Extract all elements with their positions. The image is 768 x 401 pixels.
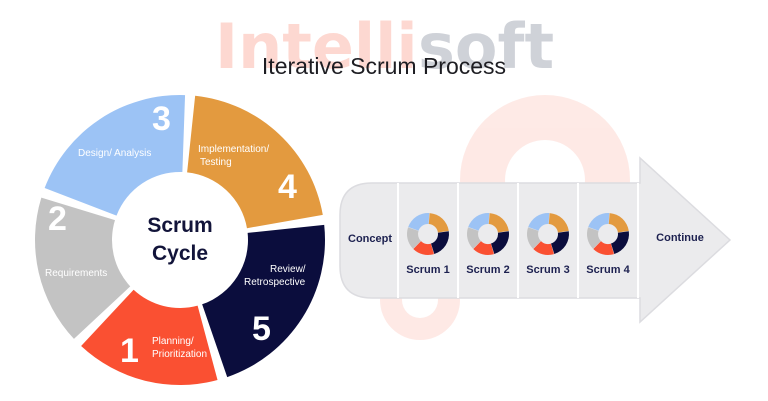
sprint-1-label: Scrum 1 (406, 264, 449, 276)
cycle-segment-2 (34, 197, 131, 339)
segment-4-number: 4 (278, 168, 297, 206)
cycle-segment-1 (81, 289, 218, 385)
mini-cycle-4-segment-1 (593, 241, 614, 255)
segment-3-label-line1: Design/ Analysis (78, 148, 151, 159)
timeline-start-label: Concept (348, 233, 392, 245)
sprint-4-label: Scrum 4 (586, 264, 630, 276)
mini-cycle-3-segment-5 (551, 231, 569, 255)
mini-cycle-2-segment-4 (488, 213, 509, 233)
mini-cycle-4-segment-3 (588, 213, 610, 231)
cycle-segment-4 (187, 95, 323, 229)
segment-2-number: 2 (48, 200, 67, 238)
page-title: Iterative Scrum Process (262, 53, 506, 79)
mini-cycle-2-segment-2 (467, 227, 481, 249)
mini-cycle-3-segment-2 (527, 227, 541, 249)
segment-4-label-line1: Implementation/ (198, 144, 269, 155)
mini-cycle-1-segment-2 (407, 227, 421, 249)
mini-cycle-4-segment-2 (587, 227, 601, 249)
mini-cycle-2-segment-3 (468, 213, 490, 231)
segment-4-label-line2: Testing (200, 157, 232, 168)
mini-cycle-1-segment-4 (428, 213, 449, 233)
segment-1-label-line1: Planning/ (152, 336, 194, 347)
timeline-end-label: Continue (656, 232, 704, 244)
mini-cycle-3-segment-4 (548, 213, 569, 233)
sprint-2-mini-cycle-icon (467, 213, 509, 255)
mini-cycle-1-segment-1 (413, 241, 434, 255)
watermark-logo-part1: Intelli (215, 10, 418, 83)
segment-3-number: 3 (152, 100, 171, 138)
cycle-center-line2: Cycle (152, 242, 208, 265)
mini-cycle-4-segment-4 (608, 213, 629, 233)
sprint-3-mini-cycle-icon (527, 213, 569, 255)
mini-cycle-3-segment-3 (528, 213, 550, 231)
cycle-segment-5 (202, 224, 326, 378)
mini-cycle-1-segment-3 (408, 213, 430, 231)
cycle-segment-3 (44, 95, 186, 216)
mini-cycle-1-segment-5 (431, 231, 449, 255)
mini-cycle-2-segment-5 (491, 231, 509, 255)
sprint-1-mini-cycle-icon (407, 213, 449, 255)
segment-2-label-line1: Requirements (45, 268, 107, 279)
mini-cycle-2-segment-1 (473, 241, 494, 255)
watermark-logo-part2: soft (418, 10, 554, 83)
cycle-center-line1: Scrum (147, 214, 212, 237)
sprint-4-mini-cycle-icon (587, 213, 629, 255)
segment-1-label-line2: Prioritization (152, 349, 207, 360)
segment-5-label-line2: Retrospective (244, 277, 306, 288)
segment-5-label-line1: Review/ (270, 264, 306, 275)
segment-5-number: 5 (252, 310, 271, 348)
segment-1-number: 1 (120, 332, 139, 370)
scrum-cycle-ring (34, 95, 326, 385)
mini-cycle-3-segment-1 (533, 241, 554, 255)
sprint-2-label: Scrum 2 (466, 264, 509, 276)
sprint-3-label: Scrum 3 (526, 264, 569, 276)
mini-cycle-4-segment-5 (611, 231, 629, 255)
